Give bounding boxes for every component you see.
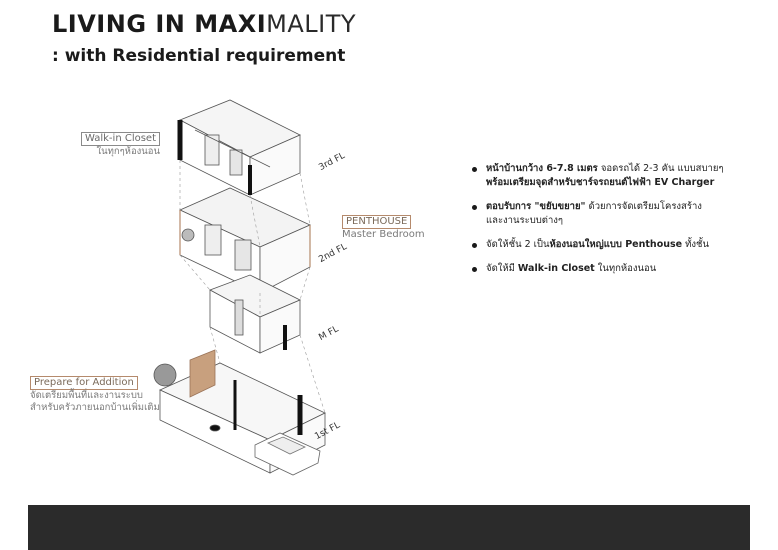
mezzanine-floor-block xyxy=(209,274,301,354)
feature-4-text-2: ในทุกห้องนอน xyxy=(594,263,657,274)
first-floor-block xyxy=(153,349,326,476)
feature-3-text: จัดให้ชั้น 2 เป็น xyxy=(486,239,550,250)
prepare-addition-note-1: จัดเตรียมพื้นที่และงานระบบ xyxy=(30,390,143,401)
feature-list: หน้าบ้านกว้าง 6-7.8 เมตร จอดรถได้ 2-3 คั… xyxy=(470,162,770,286)
title-bold: LIVING IN MAXI xyxy=(52,10,267,38)
feature-1-bold: หน้าบ้านกว้าง 6-7.8 เมตร xyxy=(486,163,598,174)
prepare-addition-note-2: สำหรับครัวภายนอกบ้านเพิ่มเติม xyxy=(30,402,160,413)
third-floor-block xyxy=(177,99,301,196)
feature-item: จัดให้มี Walk-in Closet ในทุกห้องนอน xyxy=(470,262,770,276)
feature-3-text-2: ทั้งชั้น xyxy=(682,239,709,250)
callout-penthouse: PENTHOUSE Master Bedroom xyxy=(342,209,425,241)
footer-bar xyxy=(28,505,750,550)
feature-item: ตอบรับการ "ขยับขยาย" ด้วยการจัดเตรียมโคร… xyxy=(470,200,770,228)
page-title: LIVING IN MAXIMALITY xyxy=(52,10,356,38)
penthouse-note: Master Bedroom xyxy=(342,229,425,240)
feature-4-bold: Walk-in Closet xyxy=(517,263,595,274)
page-subtitle: : with Residential requirement xyxy=(52,46,346,66)
prepare-addition-tag: Prepare for Addition xyxy=(30,376,138,390)
feature-2-text-2: และงานระบบต่างๆ xyxy=(486,215,564,226)
axonometric-house-drawing xyxy=(153,99,326,476)
walkin-closet-note: ในทุกๆห้องนอน xyxy=(96,146,160,157)
feature-1-bold-2: พร้อมเตรียมจุดสำหรับชาร์จรถยนต์ไฟฟ้า EV … xyxy=(486,177,715,188)
feature-1-text: จอดรถได้ 2-3 คัน แบบสบายๆ xyxy=(597,163,724,174)
callout-prepare-addition: Prepare for Addition จัดเตรียมพื้นที่และ… xyxy=(30,370,160,414)
walkin-closet-tag: Walk-in Closet xyxy=(80,132,160,146)
title-light: MALITY xyxy=(266,10,357,38)
feature-2-bold: ตอบรับการ "ขยับขยาย" xyxy=(486,201,586,212)
callout-walkin-closet: Walk-in Closet ในทุกๆห้องนอน xyxy=(80,126,160,158)
feature-item: หน้าบ้านกว้าง 6-7.8 เมตร จอดรถได้ 2-3 คั… xyxy=(470,162,770,190)
feature-4-text: จัดให้มี xyxy=(486,263,518,274)
feature-2-text: ด้วยการจัดเตรียมโครงสร้าง xyxy=(585,201,702,212)
feature-item: จัดให้ชั้น 2 เป็นห้องนอนใหญ่แบบ Penthous… xyxy=(470,238,770,252)
penthouse-tag: PENTHOUSE xyxy=(342,215,412,229)
feature-3-bold: ห้องนอนใหญ่แบบ Penthouse xyxy=(549,239,683,250)
